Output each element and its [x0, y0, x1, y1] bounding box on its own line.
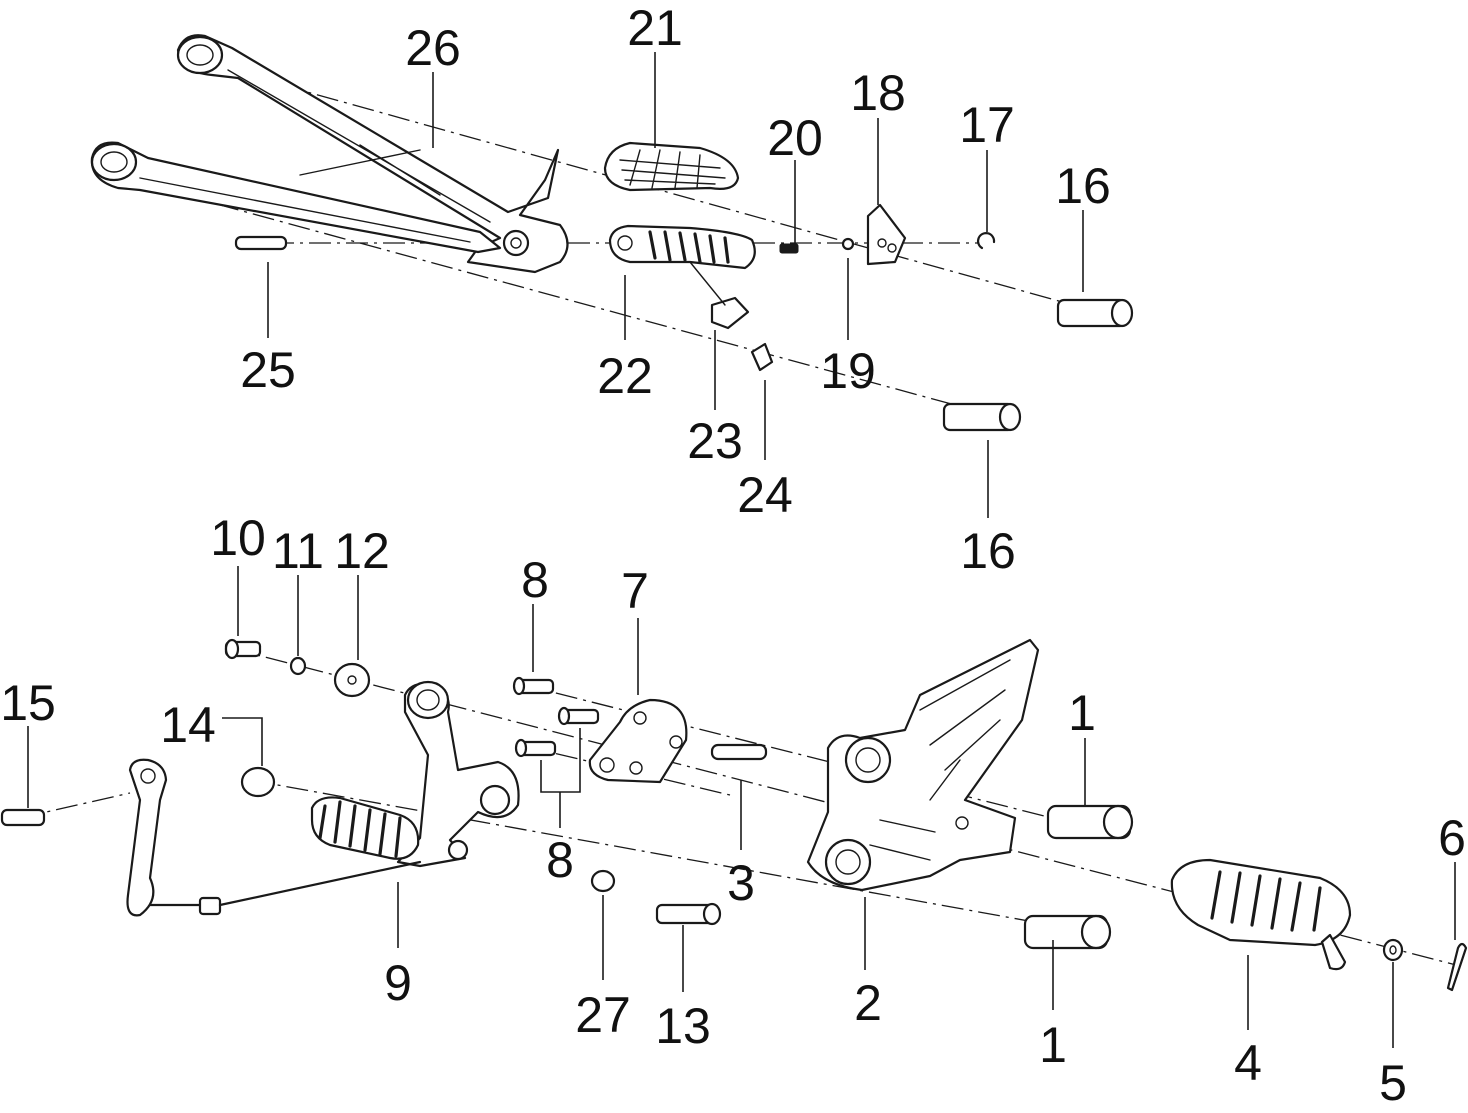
- callout-8-top: 8: [521, 552, 549, 608]
- circlip-part-17: [976, 232, 996, 250]
- leader-lines: [27, 52, 1456, 1048]
- collar-part-14: [240, 766, 276, 798]
- detent-plate-part-23: [710, 296, 750, 330]
- callout-27: 27: [575, 987, 631, 1043]
- callout-4: 4: [1234, 1035, 1262, 1091]
- callout-26: 26: [405, 20, 461, 76]
- bolt-part-13: [655, 902, 722, 926]
- washer-part-12: [333, 662, 371, 698]
- callout-22: 22: [597, 348, 653, 404]
- callout-13: 13: [655, 998, 711, 1054]
- rear-footrest-peg-part-22: [608, 224, 756, 270]
- bolt-part-1-upper: [1046, 804, 1134, 840]
- footrest-bracket-part-2: [806, 638, 1040, 892]
- callout-2: 2: [854, 975, 882, 1031]
- callout-7: 7: [621, 563, 649, 619]
- callout-18: 18: [850, 65, 906, 121]
- callout-5: 5: [1379, 1055, 1407, 1111]
- callout-6: 6: [1438, 810, 1466, 866]
- callout-16-upper: 16: [1055, 158, 1111, 214]
- link-plate-part-7: [588, 698, 688, 784]
- callout-20: 20: [767, 110, 823, 166]
- callout-19: 19: [820, 343, 876, 399]
- pin-part-3: [710, 743, 768, 761]
- bolt-part-16-lower: [942, 402, 1022, 432]
- plate-part-18: [866, 203, 907, 266]
- callout-23: 23: [687, 413, 743, 469]
- callout-21: 21: [627, 0, 683, 56]
- bolt-part-8-mid: [557, 706, 600, 726]
- washer-part-27: [590, 869, 616, 893]
- rear-footrest-bracket-part-26: [90, 34, 569, 274]
- shift-lever-part-9: [310, 680, 520, 868]
- callout-25: 25: [240, 342, 296, 398]
- callout-24: 24: [737, 467, 793, 523]
- callout-14: 14: [160, 697, 216, 753]
- bolt-part-8-top: [512, 676, 555, 696]
- shift-linkage-rod: [126, 758, 422, 917]
- pivot-pin-part-25: [234, 235, 288, 251]
- callout-15: 15: [0, 675, 56, 731]
- bolt-part-8-low: [514, 738, 557, 758]
- bolt-part-15: [0, 808, 46, 827]
- screw-part-24: [750, 342, 774, 372]
- washer-part-5: [1382, 938, 1404, 962]
- spring-part-20: [779, 243, 799, 254]
- part-link-line: [689, 261, 726, 306]
- front-footrest-peg-part-4: [1170, 858, 1352, 971]
- callout-8-bottom: 8: [546, 832, 574, 888]
- callout-11: 11: [272, 523, 324, 579]
- ball-part-19: [841, 237, 855, 251]
- callout-9: 9: [384, 955, 412, 1011]
- callout-1-lower: 1: [1039, 1017, 1067, 1073]
- bolt-part-10: [224, 638, 262, 660]
- callout-12: 12: [334, 523, 390, 579]
- bolt-part-1-lower: [1023, 914, 1112, 950]
- callout-16-lower: 16: [960, 523, 1016, 579]
- footrest-rubber-part-21: [603, 141, 740, 192]
- callout-1-upper: 1: [1068, 685, 1096, 741]
- bolt-part-16-upper: [1056, 298, 1134, 328]
- callout-3: 3: [727, 855, 755, 911]
- cotter-pin-part-6: [1446, 942, 1468, 992]
- washer-part-11: [289, 656, 307, 676]
- callout-10: 10: [210, 510, 266, 566]
- callout-17: 17: [959, 97, 1015, 153]
